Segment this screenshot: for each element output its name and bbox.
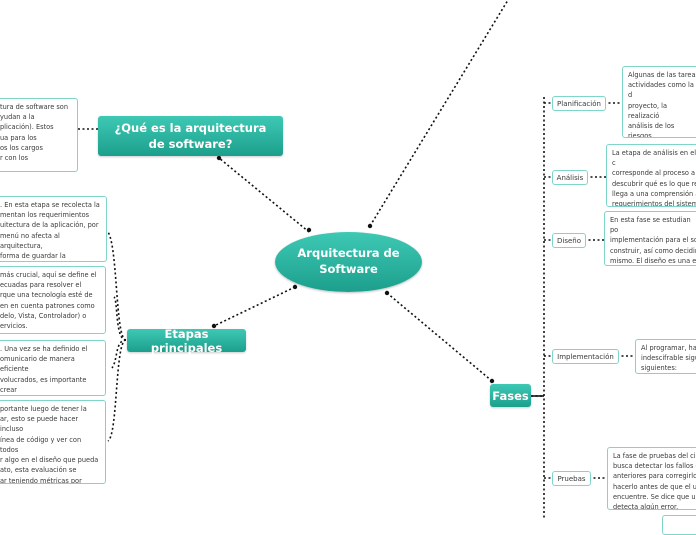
note-etapas-1[interactable]: . En esta etapa se recolecta la mentan l… [0,196,107,262]
note-etapas-1-text: . En esta etapa se recolecta la mentan l… [0,201,100,261]
connector-lines [78,0,635,520]
topic-fases[interactable]: Fases [490,384,531,407]
subtopic-analisis-label: Análisis [556,173,584,182]
central-topic[interactable]: Arquitectura de Software [275,232,422,292]
note-implementacion-text: Al programar, ha indescifrable sigu sigu… [641,344,696,373]
note-que-es-text: tura de software son yudan a la plicació… [0,103,69,163]
note-que-es[interactable]: tura de software son yudan a la plicació… [0,98,78,172]
central-title: Arquitectura de Software [297,246,400,276]
subtopic-planificacion[interactable]: Planificación [552,96,606,111]
subtopic-pruebas[interactable]: Pruebas [552,471,591,486]
topic-fases-label: Fases [492,388,529,403]
note-pruebas[interactable]: La fase de pruebas del ci busca detectar… [607,447,696,510]
note-offscreen-bottom [662,515,696,535]
subtopic-implementacion[interactable]: Implementación [552,349,619,364]
note-planificacion[interactable]: Algunas de las tareas actividades como l… [622,66,696,138]
note-etapas-4-text: portante luego de tener la ar, esto se p… [0,405,99,484]
subtopic-implementacion-label: Implementación [557,352,614,361]
subtopic-analisis[interactable]: Análisis [552,170,588,185]
note-diseno[interactable]: En esta fase se estudian po implementaci… [604,211,696,266]
topic-etapas[interactable]: Etapas principales [127,326,246,355]
topic-etapas-label: Etapas principales [150,326,223,355]
note-analisis-text: La etapa de análisis en el c corresponde… [612,149,696,207]
topic-que-es-label: ¿Qué es la arquitectura de software? [114,120,267,151]
note-pruebas-text: La fase de pruebas del ci busca detectar… [613,452,696,510]
note-etapas-4[interactable]: portante luego de tener la ar, esto se p… [0,400,106,484]
subtopic-diseno[interactable]: Diseño [552,233,586,248]
note-planificacion-text: Algunas de las tareas actividades como l… [628,71,696,138]
subtopic-diseno-label: Diseño [556,236,581,245]
subtopic-pruebas-label: Pruebas [557,474,586,483]
note-etapas-3-text: . Una vez se ha definido el omunicario d… [0,345,88,394]
note-implementacion[interactable]: Al programar, ha indescifrable sigu sigu… [635,339,696,374]
subtopic-planificacion-label: Planificación [557,99,601,108]
note-etapas-3[interactable]: . Una vez se ha definido el omunicario d… [0,340,106,396]
note-etapas-2-text: más crucial, aquí se define el ecuadas p… [0,271,97,331]
note-diseno-text: En esta fase se estudian po implementaci… [610,216,696,265]
note-analisis[interactable]: La etapa de análisis en el c corresponde… [606,144,696,207]
note-etapas-2[interactable]: más crucial, aquí se define el ecuadas p… [0,266,106,334]
topic-que-es[interactable]: ¿Qué es la arquitectura de software? [98,116,283,156]
